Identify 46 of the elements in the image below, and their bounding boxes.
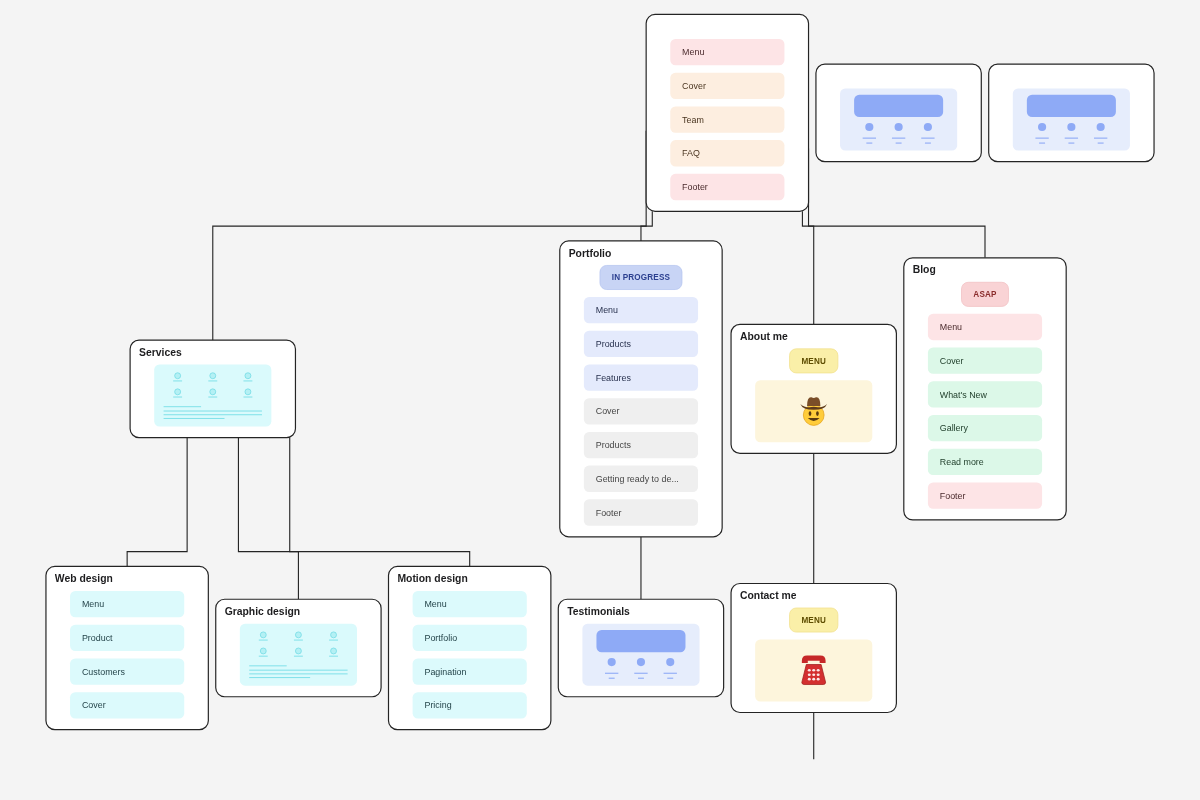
node-box: Menu: [412, 590, 527, 618]
node-box: FAQ: [670, 140, 785, 167]
node-box: Read more: [927, 448, 1043, 476]
node-box: Team: [670, 106, 785, 133]
node-box: Cover: [70, 692, 185, 719]
node-picture: [755, 380, 873, 443]
node-box: Cover: [927, 347, 1043, 374]
node-box: Pricing: [412, 692, 527, 719]
cluster: Testimonials: [557, 598, 725, 698]
node-box: MENU: [789, 607, 839, 633]
node-picture: [154, 364, 272, 427]
node-box: Products: [583, 330, 699, 357]
node-box: Footer: [670, 173, 785, 201]
connector: [813, 711, 815, 760]
cluster: Services: [129, 339, 297, 439]
node-box: What's New: [927, 381, 1043, 408]
node-box: Gallery: [927, 415, 1043, 442]
cluster: [815, 63, 982, 163]
node-box: Footer: [927, 482, 1043, 509]
node-box: IN PROGRESS: [599, 265, 683, 290]
connector: [813, 452, 815, 585]
node-picture: [582, 623, 700, 686]
node-box: Cover: [670, 72, 785, 99]
connector: [801, 210, 815, 325]
node-box: Menu: [927, 313, 1043, 341]
node-box: Product: [70, 624, 185, 651]
node-box: Portfolio: [412, 624, 527, 651]
node-box: Menu: [583, 296, 699, 324]
node-box: Customers: [70, 658, 185, 685]
node-box: ASAP: [961, 281, 1009, 307]
connector: [126, 437, 188, 567]
node-picture: [840, 88, 958, 151]
node-box: MENU: [789, 348, 839, 374]
node-box: Menu: [70, 590, 185, 618]
cluster: Graphic design: [215, 598, 382, 698]
node-box: Features: [583, 364, 699, 391]
connector: [237, 437, 299, 600]
node-picture: [1012, 88, 1130, 151]
node-picture: [239, 623, 357, 686]
connector: [640, 210, 653, 242]
connector: [640, 536, 642, 600]
connector: [289, 437, 471, 567]
node-box: Menu: [670, 38, 785, 66]
node-picture: [755, 639, 873, 702]
node-box: Pagination: [412, 658, 527, 685]
cluster: [988, 63, 1155, 163]
